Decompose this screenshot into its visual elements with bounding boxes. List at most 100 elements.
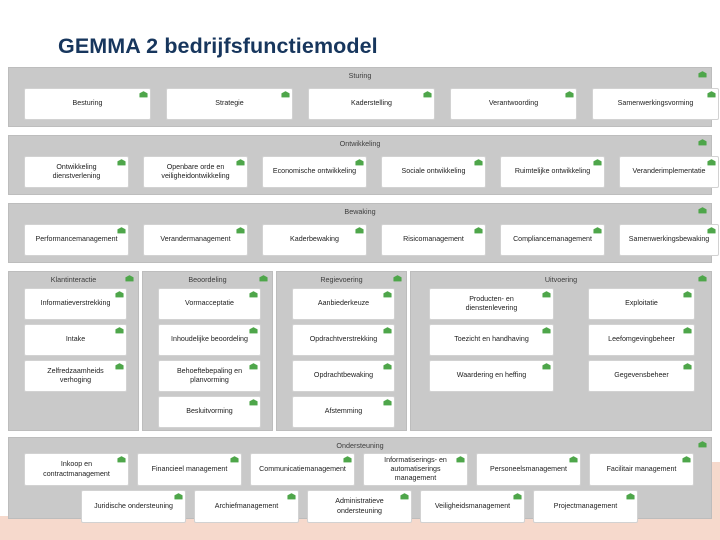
function-label: Verandermanagement [160, 235, 231, 244]
business-function-icon [382, 399, 392, 406]
function-inkoop-en-contractmanagement[interactable]: Inkoop en contractmanagement [24, 453, 129, 486]
function-label: Aanbiederkeuze [317, 299, 370, 308]
function-juridische-ondersteuning[interactable]: Juridische ondersteuning [81, 490, 186, 523]
function-label: Economische ontwikkeling [272, 167, 357, 176]
function-label: Informatiserings- en automatiserings man… [384, 455, 447, 483]
business-function-icon [681, 456, 691, 463]
group-beoordeling[interactable]: Beoordeling Vormacceptatie Inhoudelijke … [142, 271, 273, 431]
function-label: Compliancemanagement [513, 235, 592, 244]
function-label: Besluitvorming [186, 407, 233, 416]
function-projectmanagement[interactable]: Projectmanagement [533, 490, 638, 523]
function-ontwikkeling-dienstverlening[interactable]: Ontwikkeling dienstverlening [24, 156, 129, 188]
function-kaderstelling[interactable]: Kaderstelling [308, 88, 435, 120]
function-samenwerkingsbewaking[interactable]: Samenwerkingsbewaking [619, 224, 719, 256]
function-personeelsmanagement[interactable]: Personeelsmanagement [476, 453, 581, 486]
function-label: Leefomgevingbeheer [608, 335, 675, 344]
band-title-bewaking: Bewaking [344, 207, 376, 216]
function-label: Informatieverstrekking [40, 299, 111, 308]
function-producten-en-dienstenlevering[interactable]: Producten- en dienstenlevering [429, 288, 554, 320]
function-sociale-ontwikkeling[interactable]: Sociale ontwikkeling [381, 156, 486, 188]
function-verantwoording[interactable]: Verantwoording [450, 88, 577, 120]
business-function-icon [473, 159, 483, 166]
business-function-icon [259, 275, 268, 282]
function-label: Sociale ontwikkeling [401, 167, 466, 176]
function-besluitvorming[interactable]: Besluitvorming [158, 396, 261, 428]
function-label: Ruimtelijke ontwikkeling [514, 167, 591, 176]
function-communicatiemanagement[interactable]: Communicatiemanagement [250, 453, 355, 486]
function-zelfredzaamheidsverhoging[interactable]: Zelfredzaamheids verhoging [24, 360, 127, 392]
group-uitvoering[interactable]: Uitvoering Producten- en dienstenleverin… [410, 271, 712, 431]
business-function-icon [399, 493, 409, 500]
band-bewaking[interactable]: Bewaking Performancemanagement Veranderm… [8, 203, 719, 263]
function-label: Exploitatie [625, 299, 658, 308]
function-gegevensbeheer[interactable]: Gegevensbeheer [588, 360, 695, 392]
function-opdrachtverstrekking[interactable]: Opdrachtverstrekking [292, 324, 395, 356]
function-label: Administratieve ondersteuning [335, 497, 384, 515]
business-function-icon [280, 91, 290, 98]
band-ontwikkeling[interactable]: Ontwikkeling Ontwikkeling dienstverlenin… [8, 135, 719, 195]
function-label: Strategie [215, 99, 244, 108]
function-label: Inkoop en contractmanagement [43, 460, 110, 478]
function-label: Afstemming [324, 407, 363, 416]
function-kaderbewaking[interactable]: Kaderbewaking [262, 224, 367, 256]
function-ruimtelijke-ontwikkeling[interactable]: Ruimtelijke ontwikkeling [500, 156, 605, 188]
function-performancemanagement[interactable]: Performancemanagement [24, 224, 129, 256]
function-label: Performancemanagement [35, 235, 118, 244]
group-klantinteractie[interactable]: Klantinteractie Informatieverstrekking I… [8, 271, 139, 431]
business-function-icon [422, 91, 432, 98]
function-compliancemanagement[interactable]: Compliancemanagement [500, 224, 605, 256]
function-opdrachtbewaking[interactable]: Opdrachtbewaking [292, 360, 395, 392]
business-function-icon [455, 456, 465, 463]
function-inhoudelijke-beoordeling[interactable]: Inhoudelijke beoordeling [158, 324, 261, 356]
function-financieel-management[interactable]: Financieel management [137, 453, 242, 486]
function-openbare-orde-en-veiligheidontwikkeling[interactable]: Openbare orde en veiligheidontwikkeling [143, 156, 248, 188]
function-besturing[interactable]: Besturing [24, 88, 151, 120]
business-function-icon [286, 493, 296, 500]
business-function-icon [229, 456, 239, 463]
business-function-icon [698, 71, 707, 78]
function-veiligheidsmanagement[interactable]: Veiligheidsmanagement [420, 490, 525, 523]
function-label: Intake [65, 335, 86, 344]
function-administratieve-ondersteuning[interactable]: Administratieve ondersteuning [307, 490, 412, 523]
function-risicomanagement[interactable]: Risicomanagement [381, 224, 486, 256]
business-function-icon [698, 207, 707, 214]
group-regievoering[interactable]: Regievoering Aanbiederkeuze Opdrachtvers… [276, 271, 407, 431]
business-function-icon [114, 327, 124, 334]
function-exploitatie[interactable]: Exploitatie [588, 288, 695, 320]
business-function-icon [125, 275, 134, 282]
band-sturing[interactable]: Sturing Besturing Strategie Kaderstellin… [8, 67, 719, 127]
function-label: Verantwoording [488, 99, 539, 108]
function-afstemming[interactable]: Afstemming [292, 396, 395, 428]
function-facilitair-management[interactable]: Facilitair management [589, 453, 694, 486]
function-aanbiederkeuze[interactable]: Aanbiederkeuze [292, 288, 395, 320]
function-informatiserings-en-automatiseringsmanagement[interactable]: Informatiserings- en automatiserings man… [363, 453, 468, 486]
function-label: Zelfredzaamheids verhoging [47, 366, 104, 384]
band-ondersteuning[interactable]: Ondersteuning Inkoop en contractmanageme… [8, 437, 712, 523]
business-function-icon [382, 327, 392, 334]
function-leefomgevingbeheer[interactable]: Leefomgevingbeheer [588, 324, 695, 356]
function-verandermanagement[interactable]: Verandermanagement [143, 224, 248, 256]
business-function-icon [682, 327, 692, 334]
business-function-icon [116, 159, 126, 166]
business-function-icon [173, 493, 183, 500]
business-function-icon [512, 493, 522, 500]
function-waardering-en-heffing[interactable]: Waardering en heffing [429, 360, 554, 392]
business-function-icon [382, 363, 392, 370]
function-label: Kaderstelling [350, 99, 392, 108]
function-veranderimplementatie[interactable]: Veranderimplementatie [619, 156, 719, 188]
function-label: Toezicht en handhaving [454, 335, 529, 344]
function-archiefmanagement[interactable]: Archiefmanagement [194, 490, 299, 523]
function-label: Veiligheidsmanagement [434, 501, 511, 510]
function-strategie[interactable]: Strategie [166, 88, 293, 120]
function-behoeftebepaling-en-planvorming[interactable]: Behoeftebepaling en planvorming [158, 360, 261, 392]
function-vormacceptatie[interactable]: Vormacceptatie [158, 288, 261, 320]
function-samenwerkingsvorming[interactable]: Samenwerkingsvorming [592, 88, 719, 120]
function-intake[interactable]: Intake [24, 324, 127, 356]
function-toezicht-en-handhaving[interactable]: Toezicht en handhaving [429, 324, 554, 356]
function-label: Archiefmanagement [214, 501, 279, 510]
function-label: Opdrachtverstrekking [309, 335, 378, 344]
function-label: Kaderbewaking [290, 235, 339, 244]
function-informatieverstrekking[interactable]: Informatieverstrekking [24, 288, 127, 320]
function-economische-ontwikkeling[interactable]: Economische ontwikkeling [262, 156, 367, 188]
business-function-icon [248, 363, 258, 370]
